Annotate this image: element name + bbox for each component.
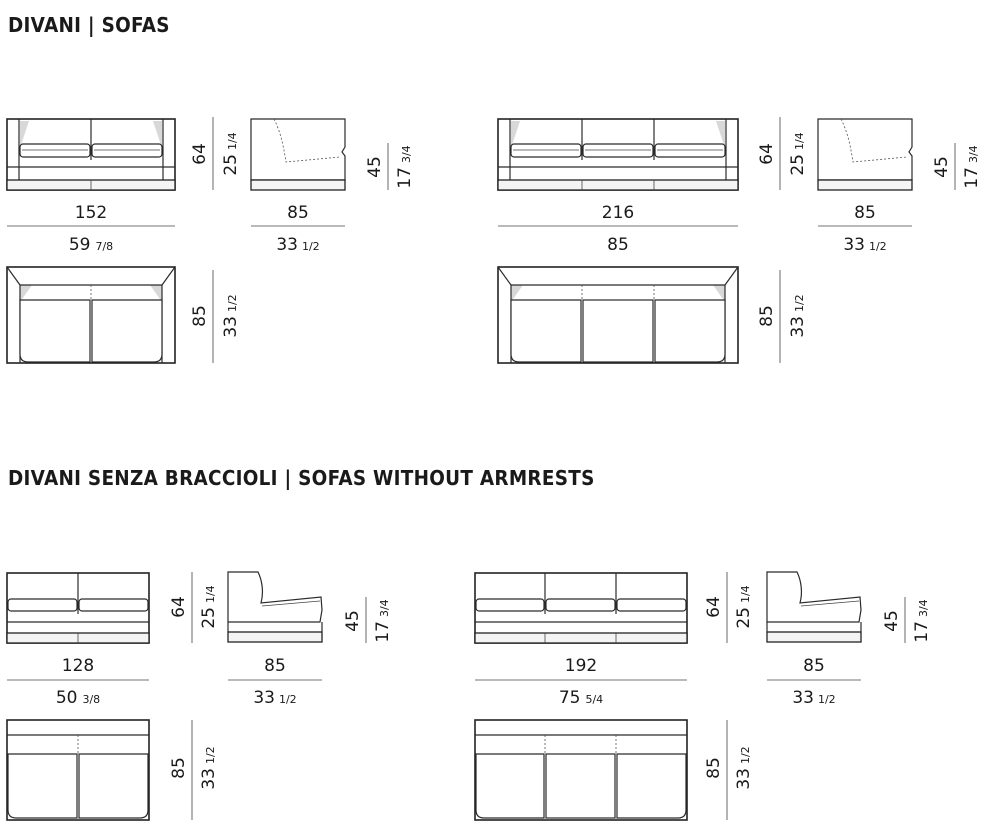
noarm-small-width-cm: 128 xyxy=(62,656,94,676)
sofa-large-top-depth-cm: 85 xyxy=(757,305,777,327)
sofa-large-top-depth-in: 331/2 xyxy=(788,294,808,337)
noarm-large-top-depth-cm: 85 xyxy=(704,757,724,779)
noarm-small-seat-height-in: 173/4 xyxy=(373,599,393,642)
sofa-small-seat-height-in: 173/4 xyxy=(395,145,415,188)
noarm-small-side-view xyxy=(227,571,323,643)
noarm-small-top-view xyxy=(6,719,150,821)
sofa-small-top-view xyxy=(6,266,176,364)
sofa-large-top-view xyxy=(497,266,739,364)
noarm-large-front-view xyxy=(474,572,688,644)
sofa-large-seat-height-cm: 45 xyxy=(932,156,952,178)
noarm-small-height-in: 251/4 xyxy=(199,585,219,628)
sofa-large-height-cm: 64 xyxy=(757,143,777,165)
sofa-large-dimension-lines xyxy=(498,117,956,363)
sofa-small-top-depth-cm: 85 xyxy=(190,305,210,327)
section-title-sofas: DIVANI | SOFAS xyxy=(8,13,170,37)
sofa-large-side-view xyxy=(817,118,913,191)
sofa-small-side-depth-cm: 85 xyxy=(287,203,309,223)
sofa-small-front-view xyxy=(6,118,176,191)
sofa-large-seat-height-in: 173/4 xyxy=(962,145,982,188)
sofa-large-width-cm: 216 xyxy=(602,203,634,223)
noarm-large-seat-height-cm: 45 xyxy=(882,610,902,632)
sofa-large-height-in: 251/4 xyxy=(788,132,808,175)
noarm-large-width-cm: 192 xyxy=(565,656,597,676)
noarm-small-top-depth-cm: 85 xyxy=(169,757,189,779)
sofa-small-height-in: 251/4 xyxy=(221,132,241,175)
noarm-large-side-view xyxy=(766,571,862,643)
noarm-small-seat-height-cm: 45 xyxy=(343,610,363,632)
sofa-small-seat-height-cm: 45 xyxy=(365,156,385,178)
noarm-large-seat-height-in: 173/4 xyxy=(912,599,932,642)
noarm-large-dimension-lines xyxy=(475,572,906,820)
noarm-large-side-depth-cm: 85 xyxy=(803,656,825,676)
sofa-large-width-in: 85 xyxy=(607,235,629,255)
section-title-sofas-without-armrests: DIVANI SENZA BRACCIOLI | SOFAS WITHOUT A… xyxy=(8,466,595,490)
noarm-large-height-cm: 64 xyxy=(704,596,724,618)
sofa-small-dimension-lines xyxy=(7,117,389,363)
sofa-small-width-cm: 152 xyxy=(75,203,107,223)
sofa-small-height-cm: 64 xyxy=(190,143,210,165)
noarm-small-dimension-lines xyxy=(7,572,367,820)
noarm-large-height-in: 251/4 xyxy=(734,585,754,628)
sofa-small-top-depth-in: 331/2 xyxy=(221,294,241,337)
noarm-small-height-cm: 64 xyxy=(169,596,189,618)
noarm-small-front-view xyxy=(6,572,150,644)
noarm-small-top-depth-in: 331/2 xyxy=(199,746,219,789)
sofa-large-side-depth-cm: 85 xyxy=(854,203,876,223)
noarm-large-top-depth-in: 331/2 xyxy=(734,746,754,789)
sofa-large-front-view xyxy=(497,118,739,191)
noarm-small-side-depth-cm: 85 xyxy=(264,656,286,676)
noarm-large-top-view xyxy=(474,719,688,821)
sofa-small-side-view xyxy=(250,118,346,191)
